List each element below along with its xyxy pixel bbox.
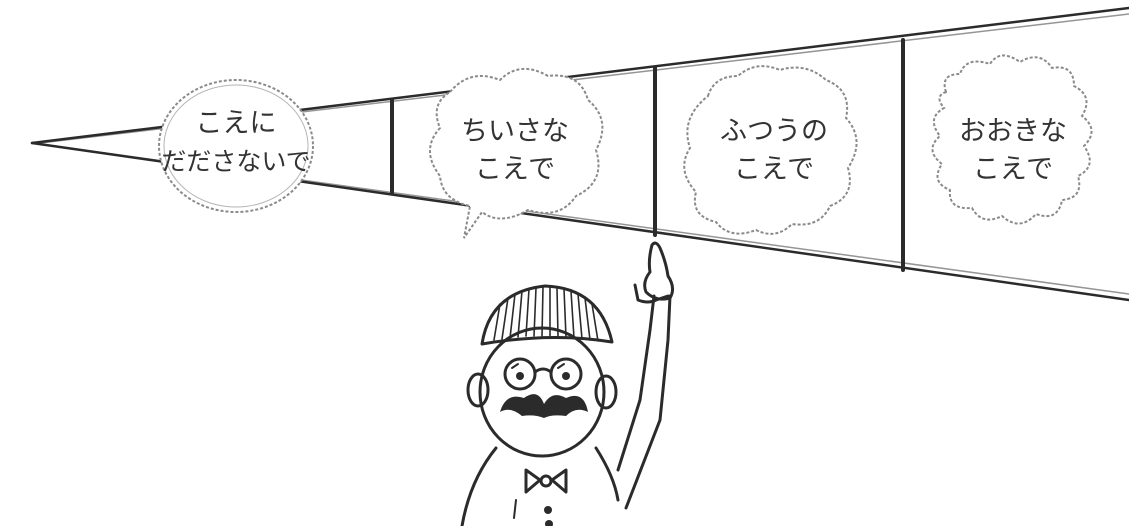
level-label-line2: だださないで [161,147,310,176]
level-label-line2: こえで [973,154,1053,185]
level-bubble-loud[interactable]: おおきな こえで [931,54,1093,225]
level-label-line1: ちいさな [461,116,569,147]
level-label-line1: ふつうの [720,116,828,147]
level-label-line2: こえで [475,154,555,185]
level-label-line1: こえに [196,108,277,139]
level-label-line2: こえで [734,154,814,185]
level-bubble-small[interactable]: ちいさな こえで [429,68,604,239]
level-bubble-silent[interactable]: こえに だださないで [158,79,314,213]
wedge-dividers [390,38,905,272]
pointing-man-illustration [460,241,675,526]
level-label-line1: おおきな [959,116,1067,147]
level-bubble-normal[interactable]: ふつうの こえで [683,65,858,235]
